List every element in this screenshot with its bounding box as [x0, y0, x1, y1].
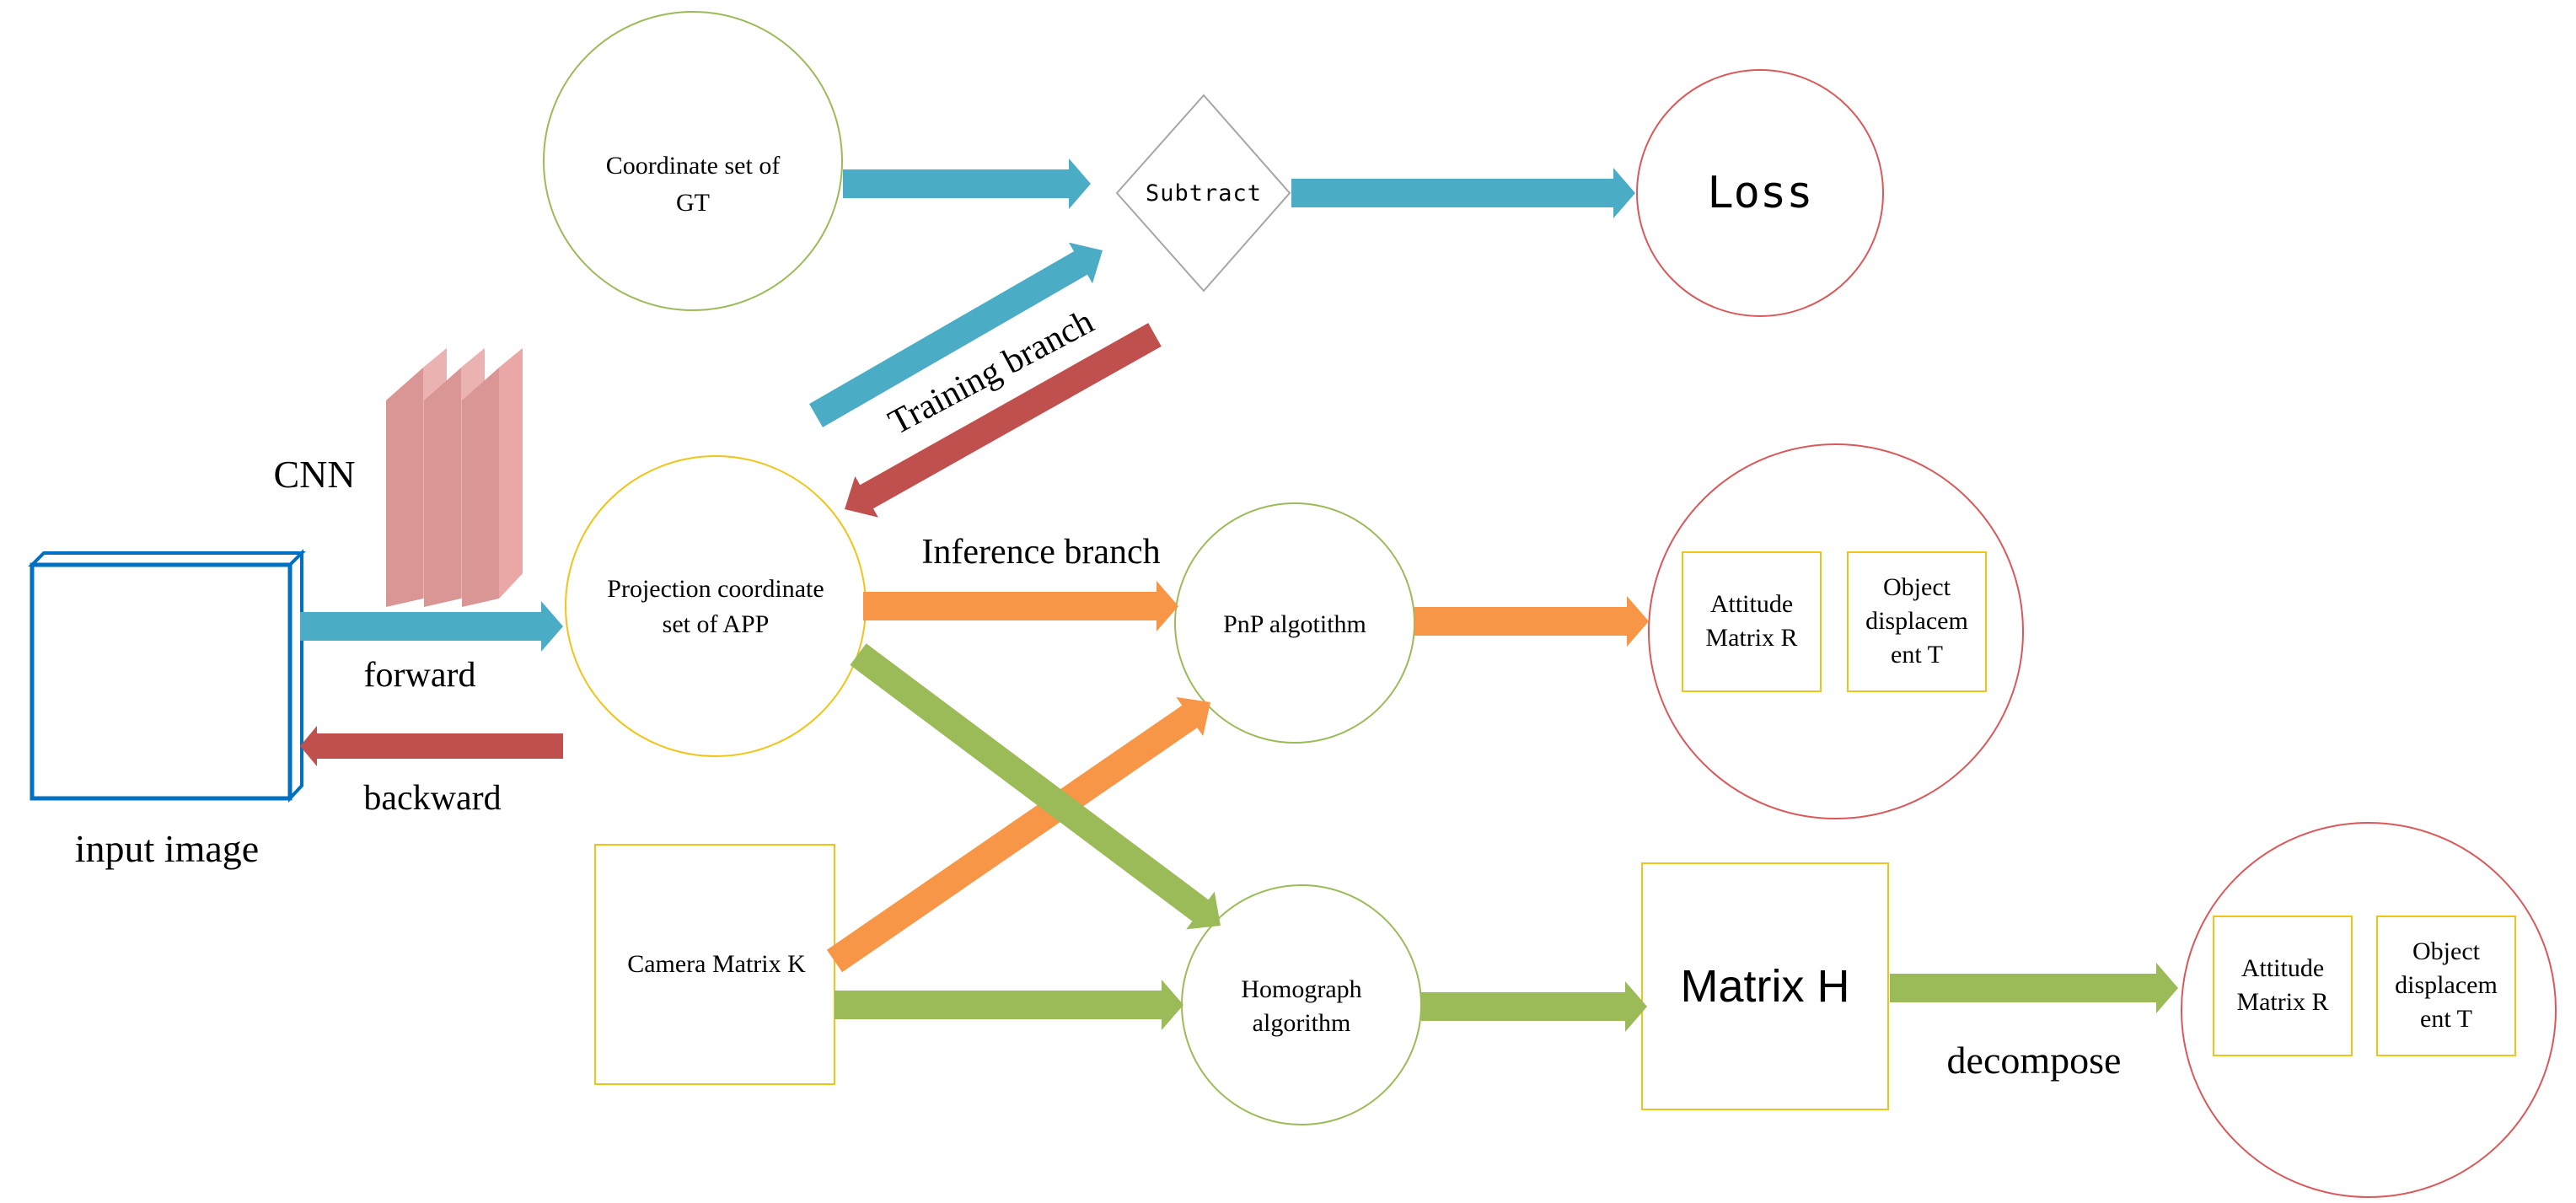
pose-top-displacement-line2: displacem	[1865, 607, 1968, 635]
subtract-node	[1115, 94, 1291, 293]
pnp-to-pose-arrow	[1414, 596, 1649, 647]
forward-label: forward	[364, 656, 476, 695]
matrix-h-label: Matrix H	[1681, 961, 1850, 1012]
loss-node	[1636, 69, 1884, 317]
pose-top-displacement-line3: ent T	[1891, 641, 1943, 669]
pose-bottom-displacement-box	[2376, 916, 2516, 1056]
pose-bottom-attitude-box	[2213, 916, 2353, 1056]
camera-to-pnp-arrow	[826, 696, 1210, 973]
input-image-label: input image	[75, 827, 259, 870]
coordinate-gt-label-line2: GT	[676, 189, 710, 217]
cnn-layers-icon	[386, 348, 523, 607]
subtract-label: Subtract	[1146, 180, 1262, 207]
pose-bottom-attitude-line2: Matrix R	[2236, 988, 2328, 1016]
backward-label: backward	[363, 779, 501, 818]
camera-matrix-label: Camera Matrix K	[627, 950, 806, 978]
loss-label: Loss	[1707, 168, 1812, 218]
camera-to-homograph-arrow	[835, 980, 1183, 1030]
projection-app-label-line1: Projection coordinate	[607, 575, 824, 603]
cnn-label: CNN	[273, 453, 355, 496]
inference-arrow	[863, 581, 1178, 631]
coordinate-gt-label-line1: Coordinate set of	[606, 152, 781, 180]
backward-arrow	[300, 726, 563, 766]
training-forward-arrow	[809, 242, 1103, 427]
homograph-to-matrixh-arrow	[1421, 981, 1647, 1032]
subtract-to-loss-arrow	[1291, 168, 1635, 218]
pose-bottom-attitude-line1: Attitude	[2241, 954, 2324, 982]
homograph-label-line2: algorithm	[1253, 1009, 1351, 1037]
pose-bottom-node	[2181, 822, 2557, 1198]
input-image-cube	[28, 549, 306, 803]
decompose-label: decompose	[1947, 1039, 2122, 1082]
training-backward-arrow	[845, 323, 1162, 518]
forward-arrow	[300, 601, 563, 652]
pose-bottom-displacement-line2: displacem	[2395, 971, 2498, 999]
projection-app-node	[565, 455, 867, 757]
homograph-label-line1: Homograph	[1241, 975, 1361, 1003]
pose-top-attitude-box	[1682, 551, 1822, 692]
matrix-h-node	[1641, 862, 1889, 1110]
pose-top-attitude-line1: Attitude	[1710, 590, 1793, 618]
pose-top-node	[1648, 443, 2024, 819]
decompose-arrow	[1890, 963, 2178, 1013]
pose-top-displacement-line1: Object	[1883, 573, 1951, 601]
pose-top-displacement-box	[1847, 551, 1987, 692]
camera-matrix-node	[594, 844, 835, 1085]
pose-bottom-displacement-line1: Object	[2412, 937, 2481, 965]
inference-branch-label: Inference branch	[921, 533, 1160, 572]
pose-bottom-displacement-line3: ent T	[2420, 1005, 2472, 1033]
gt-to-subtract-arrow	[843, 158, 1091, 209]
app-to-homograph-arrow	[850, 643, 1221, 930]
pose-top-attitude-line2: Matrix R	[1705, 624, 1797, 652]
coordinate-gt-node	[543, 11, 843, 311]
projection-app-label-line2: set of APP	[663, 610, 770, 638]
pnp-label: PnP algotithm	[1223, 610, 1366, 638]
arrows-group	[300, 158, 2178, 1032]
